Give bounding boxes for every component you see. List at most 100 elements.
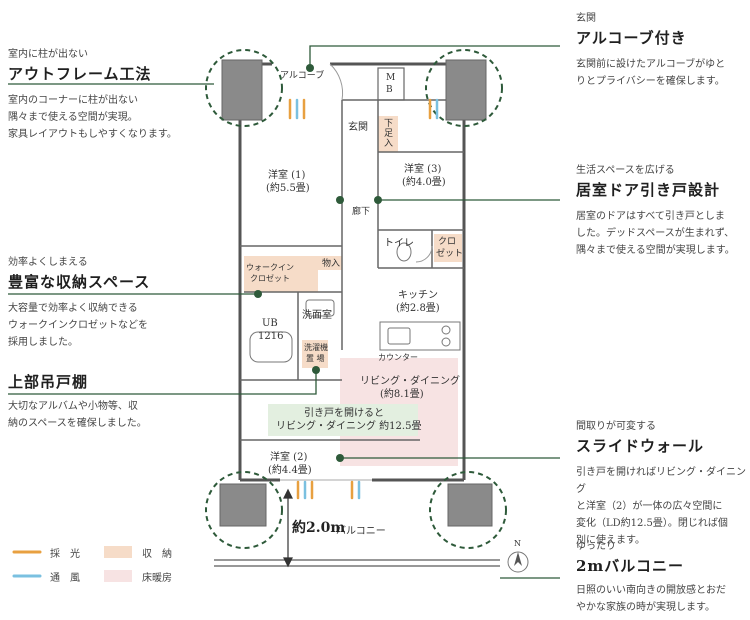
laundry-storage-zone: [302, 340, 328, 368]
label-mb-1: M: [386, 73, 396, 83]
callout-storage-title: 豊富な収納スペース: [8, 273, 151, 291]
stove-burner: [441, 325, 451, 335]
callout-outframe: 室内に柱が出ない アウトフレーム工法 室内のコーナーに柱が出ない 隅々まで使える…: [8, 48, 213, 143]
kitchen-counter: [379, 321, 461, 351]
label-senmen: 洗面室: [302, 310, 332, 321]
callout-storage: 効率よくしまえる 豊富な収納スペース 大容量で効率よく収納できる ウォークインク…: [8, 256, 213, 351]
label-closet-1: クロ: [438, 237, 457, 247]
callout-outframe-title: アウトフレーム工法: [8, 65, 152, 83]
label-depth: 約2.0m: [292, 520, 346, 536]
callout-alcove-small: 玄関: [576, 13, 596, 24]
callout-sliding-door-small: 生活スペースを広げる: [576, 165, 675, 176]
legend-storage-swatch: [104, 546, 132, 558]
mono-storage-zone: [318, 256, 342, 270]
label-room1-name: 洋室 (1): [268, 170, 306, 181]
callout-slide-wall: 間取りが可変する スライドウォール 引き戸を開ければリビング・ダイニング と洋室…: [576, 420, 748, 549]
column-bottom-left: [219, 483, 267, 527]
stove-burner: [441, 337, 451, 347]
mb-box: [377, 67, 405, 101]
callout-storage-desc-2: ウォークインクロゼットなどを: [8, 320, 148, 331]
label-genkan: 玄関: [348, 122, 368, 133]
label-closet-2: ゼット: [436, 249, 464, 259]
column-top-right: [445, 59, 487, 121]
callout-slide-wall-desc-1: 引き戸を開ければリビング・ダイニング: [576, 467, 746, 495]
label-kitchen-size: (約2.8畳): [396, 303, 440, 314]
outframe-highlight-circle: [429, 471, 507, 549]
callout-slide-wall-desc-4: 別に使えます。: [576, 535, 645, 546]
callout-sliding-door: 生活スペースを広げる 居室ドア引き戸設計 居室のドアはすべて引き戸としま した。…: [576, 164, 746, 259]
slide-area-zone: [268, 404, 418, 436]
callout-sliding-door-desc-2: した。デッドスペースが生まれず、: [576, 228, 735, 239]
label-shoe-1: 下: [384, 119, 394, 129]
label-wic-1: ウォークイン: [246, 263, 294, 272]
callout-balcony-title: 2mバルコニー: [576, 557, 685, 575]
callout-slide-wall-small: 間取りが可変する: [576, 421, 656, 432]
label-slide-note-2: リビング・ダイニング 約12.5畳: [276, 421, 422, 432]
label-mono: 物入: [322, 259, 341, 269]
callout-shelf-desc-1: 大切なアルバムや小物等、収: [8, 401, 138, 412]
sink: [305, 299, 335, 317]
column-bottom-right: [447, 483, 493, 527]
label-ld-size: (約8.1畳): [380, 389, 424, 400]
column-top-left: [221, 59, 263, 121]
label-balcony: バルコニー: [336, 526, 386, 537]
marker-dot: [336, 196, 344, 204]
callout-sliding-door-desc-3: 隅々まで使える空間が実現します。: [576, 245, 735, 256]
label-mb-2: B: [386, 85, 393, 95]
marker-dot: [336, 454, 344, 462]
label-slide-note-1: 引き戸を開けると: [304, 408, 384, 419]
callout-alcove-desc-1: 玄関前に設けたアルコーブがゆと: [576, 59, 726, 70]
callout-alcove: 玄関 アルコーブ付き 玄関前に設けたアルコーブがゆと りとプライバシーを確保しま…: [576, 12, 746, 90]
outframe-highlight-circle: [425, 49, 503, 127]
callout-shelf-desc-2: 納のスペースを確保しました。: [8, 418, 147, 429]
legend-floor-heat-swatch: [104, 570, 132, 582]
outframe-highlight-circle: [205, 471, 283, 549]
closet-storage-zone: [434, 234, 462, 262]
legend-wind-label: 通 風: [50, 573, 80, 584]
callout-outframe-desc-1: 室内のコーナーに柱が出ない: [8, 95, 138, 106]
label-room2-size: (約4.4畳): [268, 465, 312, 476]
label-room2-name: 洋室 (2): [270, 452, 308, 463]
callout-slide-wall-desc-2: と洋室（2）が一体の広々空間に: [576, 501, 723, 512]
callout-outframe-desc-2: 隅々まで使える空間が実現。: [8, 112, 138, 123]
outframe-highlight-circle: [205, 49, 283, 127]
label-ub-1: UB: [262, 318, 278, 329]
shoe-storage-zone: [378, 116, 398, 152]
callout-outframe-desc-3: 家具レイアウトもしやすくなります。: [8, 129, 177, 140]
callout-sliding-door-desc-1: 居室のドアはすべて引き戸としま: [576, 211, 725, 222]
callout-storage-desc-3: 採用しました。: [8, 337, 78, 348]
label-room3-size: (約4.0畳): [402, 177, 446, 188]
label-counter: カウンター: [378, 353, 418, 362]
legend-light-label: 採 光: [50, 549, 80, 560]
north-arrow-icon: [514, 552, 522, 566]
label-shoe-2: 足: [384, 129, 394, 139]
wic-storage-zone: [244, 256, 318, 292]
label-ld-name: リビング・ダイニング: [360, 376, 460, 387]
label-toilet: トイレ: [384, 238, 414, 249]
callout-shelf-title: 上部吊戸棚: [8, 373, 89, 391]
label-room1-size: (約5.5畳): [266, 183, 310, 194]
callout-alcove-title: アルコーブ付き: [576, 29, 687, 47]
callout-shelf: 上部吊戸棚 大切なアルバムや小物等、収 納のスペースを確保しました。: [8, 372, 213, 432]
label-wic-2: クロゼット: [250, 274, 290, 283]
label-room3-name: 洋室 (3): [404, 164, 442, 175]
callout-balcony-desc-2: やかな家族の時が実現します。: [576, 602, 715, 613]
callout-balcony: ゆったり 2mバルコニー 日照のいい南向きの開放感とおだ やかな家族の時が実現し…: [576, 540, 748, 616]
callout-balcony-desc-1: 日照のいい南向きの開放感とおだ: [576, 585, 726, 596]
marker-dot: [306, 64, 314, 72]
legend-storage-label: 収 納: [142, 549, 172, 560]
callout-storage-small: 効率よくしまえる: [8, 257, 88, 268]
callout-balcony-small: ゆったり: [576, 541, 616, 552]
toilet-fixture: [396, 242, 412, 262]
marker-dot: [312, 366, 320, 374]
callout-alcove-desc-2: りとプライバシーを確保します。: [576, 76, 725, 87]
callout-slide-wall-desc-3: 変化（LD約12.5畳）。閉じれば個: [576, 518, 728, 529]
kitchen-sink: [387, 327, 411, 345]
label-kitchen-name: キッチン: [398, 290, 438, 301]
label-ub-2: 1216: [258, 331, 284, 342]
label-alcove: アルコーブ: [280, 71, 325, 81]
legend-floor-heat-label: 床暖房: [142, 573, 172, 584]
bathtub: [249, 331, 293, 363]
label-north: N: [514, 539, 521, 548]
